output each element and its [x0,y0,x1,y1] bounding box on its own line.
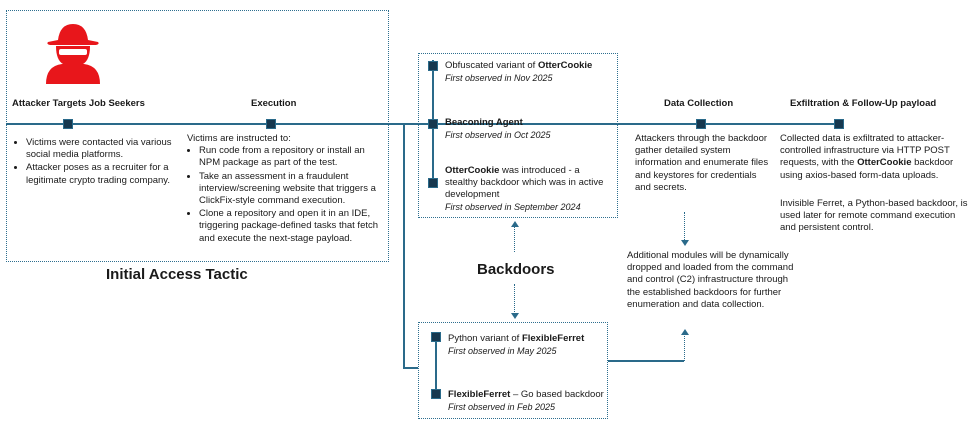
arrow-down-icon [511,313,519,319]
attacker-description: Victims were contacted via various socia… [14,137,174,188]
attacker-node [63,119,73,129]
backdoor-node [428,119,438,129]
execution-description: Victims are instructed to: Run code from… [187,133,387,246]
data-collection-node [696,119,706,129]
execution-intro: Victims are instructed to: [187,133,291,144]
arrow-up-icon [681,329,689,335]
observed-date: First observed in May 2025 [448,346,557,356]
backdoors-arrow-up [514,226,515,252]
bottom-to-collection-v [684,334,685,361]
exfiltration-followup: Invisible Ferret, a Python-based backdoo… [780,198,968,234]
arrow-down-icon [681,240,689,246]
backdoor-entry: Beaconing Agent First observed in Oct 20… [445,117,613,141]
data-collection-description: Attackers through the backdoor gather de… [635,133,769,193]
execution-node [266,119,276,129]
backdoors-top-box [418,53,618,218]
exfiltration-description: Collected data is exfiltrated to attacke… [780,133,954,181]
bottom-box-axis [435,335,437,395]
stage-attacker-title: Attacker Targets Job Seekers [12,98,145,109]
observed-date: First observed in Nov 2025 [445,73,553,83]
attacker-bullet: Attacker poses as a recruiter for a legi… [26,162,174,186]
arrow-up-icon [511,221,519,227]
observed-date: First observed in September 2024 [445,202,581,212]
timeline-right [630,123,840,125]
branch-vertical [403,123,405,368]
execution-bullet: Run code from a repository or install an… [199,145,387,169]
backdoor-entry: Python variant of FlexibleFerret First o… [448,333,606,357]
backdoors-label: Backdoors [477,261,555,278]
backdoor-entry: FlexibleFerret – Go based backdoor First… [448,389,606,413]
exfiltration-node [834,119,844,129]
backdoors-arrow-down [514,284,515,314]
execution-bullet: Clone a repository and open it in an IDE… [199,208,387,245]
observed-date: First observed in Oct 2025 [445,130,551,140]
collection-to-modules [684,212,685,240]
stage-exfiltration-title: Exfiltration & Follow-Up payload [790,98,937,109]
attacker-bullet: Victims were contacted via various socia… [26,137,174,161]
backdoor-entry: Obfuscated variant of OtterCookie First … [445,60,613,84]
backdoor-node [431,332,441,342]
observed-date: First observed in Feb 2025 [448,402,556,412]
main-timeline [6,123,630,125]
initial-access-frame [6,10,389,262]
backdoor-node [431,389,441,399]
bottom-to-collection-h [608,360,684,362]
branch-to-bottom-box [403,367,418,369]
execution-bullet: Take an assessment in a fraudulent inter… [199,171,387,208]
backdoor-node [428,61,438,71]
stage-execution-title: Execution [251,98,297,109]
hacker-icon [38,20,108,84]
modules-description: Additional modules will be dynamically d… [627,250,794,310]
backdoor-node [428,178,438,188]
stage-data-collection-title: Data Collection [664,98,734,109]
backdoors-bottom-box [418,322,608,419]
ottercookie-name: OtterCookie [857,157,912,169]
backdoor-entry: OtterCookie was introduced - a stealthy … [445,165,613,213]
initial-access-label: Initial Access Tactic [106,266,248,283]
